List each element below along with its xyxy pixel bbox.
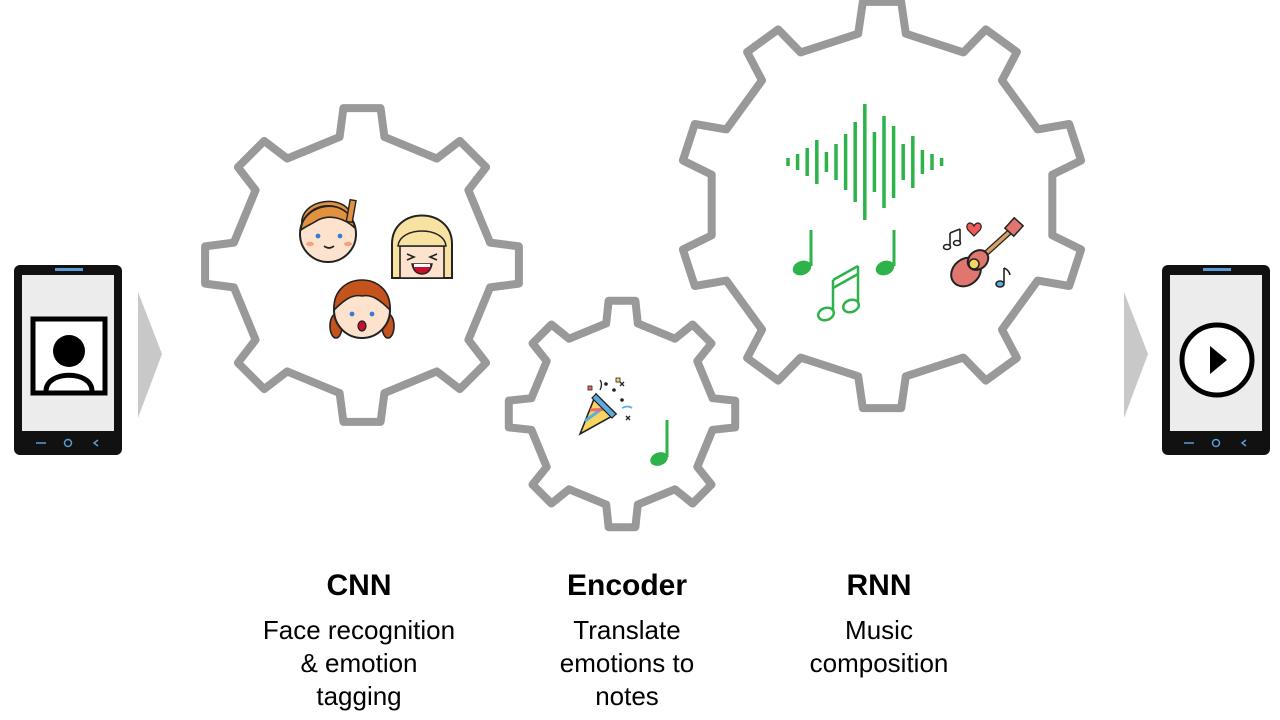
rnn-description-line: Music	[845, 615, 913, 645]
cnn-description: Face recognition & emotion tagging	[229, 614, 489, 713]
redhead-girl-surprised-icon	[329, 279, 395, 339]
android-nav-buttons	[36, 438, 99, 448]
arrow-right-1	[138, 292, 162, 418]
encoder-label: Encoder Translate emotions to notes	[497, 566, 757, 713]
cnn-description-line: & emotion	[300, 648, 418, 678]
output-phone	[1162, 265, 1270, 455]
rnn-description-line: composition	[809, 648, 949, 678]
encoder-title: Encoder	[566, 569, 688, 602]
cnn-description-line: tagging	[316, 681, 402, 711]
party-popper-icon	[578, 377, 633, 436]
input-phone	[14, 265, 122, 455]
encoder-description-line: Translate	[573, 615, 681, 645]
rnn-label: RNN Music composition	[749, 566, 1009, 680]
arrow-right-2	[1124, 292, 1148, 418]
rnn-gear	[678, 0, 1086, 413]
cnn-description-line: Face recognition	[262, 615, 456, 645]
quarter-note-icon	[792, 230, 813, 276]
encoder-description-line: notes	[595, 681, 659, 711]
person-portrait-icon	[30, 316, 108, 396]
cnn-gear	[201, 104, 523, 426]
blonde-girl-laughing-icon	[391, 214, 453, 279]
android-nav-buttons	[1184, 438, 1247, 448]
play-icon	[1179, 322, 1255, 398]
rnn-description: Music composition	[749, 614, 1009, 680]
encoder-description: Translate emotions to notes	[497, 614, 757, 713]
gear-outline	[678, 0, 1086, 413]
gear-outline	[201, 104, 523, 426]
sound-wave-icon	[786, 104, 944, 220]
encoder-description-line: emotions to	[559, 648, 695, 678]
cnn-label: CNN Face recognition & emotion tagging	[229, 566, 489, 713]
beamed-notes-icon	[816, 264, 861, 322]
boy-face-icon	[299, 198, 357, 263]
rnn-title: RNN	[846, 569, 912, 602]
quarter-note-icon	[650, 420, 669, 466]
gear-outline	[504, 296, 740, 532]
encoder-gear	[504, 296, 740, 532]
quarter-note-icon	[875, 230, 896, 276]
cnn-title: CNN	[326, 569, 392, 602]
guitar-icon	[942, 216, 1025, 288]
